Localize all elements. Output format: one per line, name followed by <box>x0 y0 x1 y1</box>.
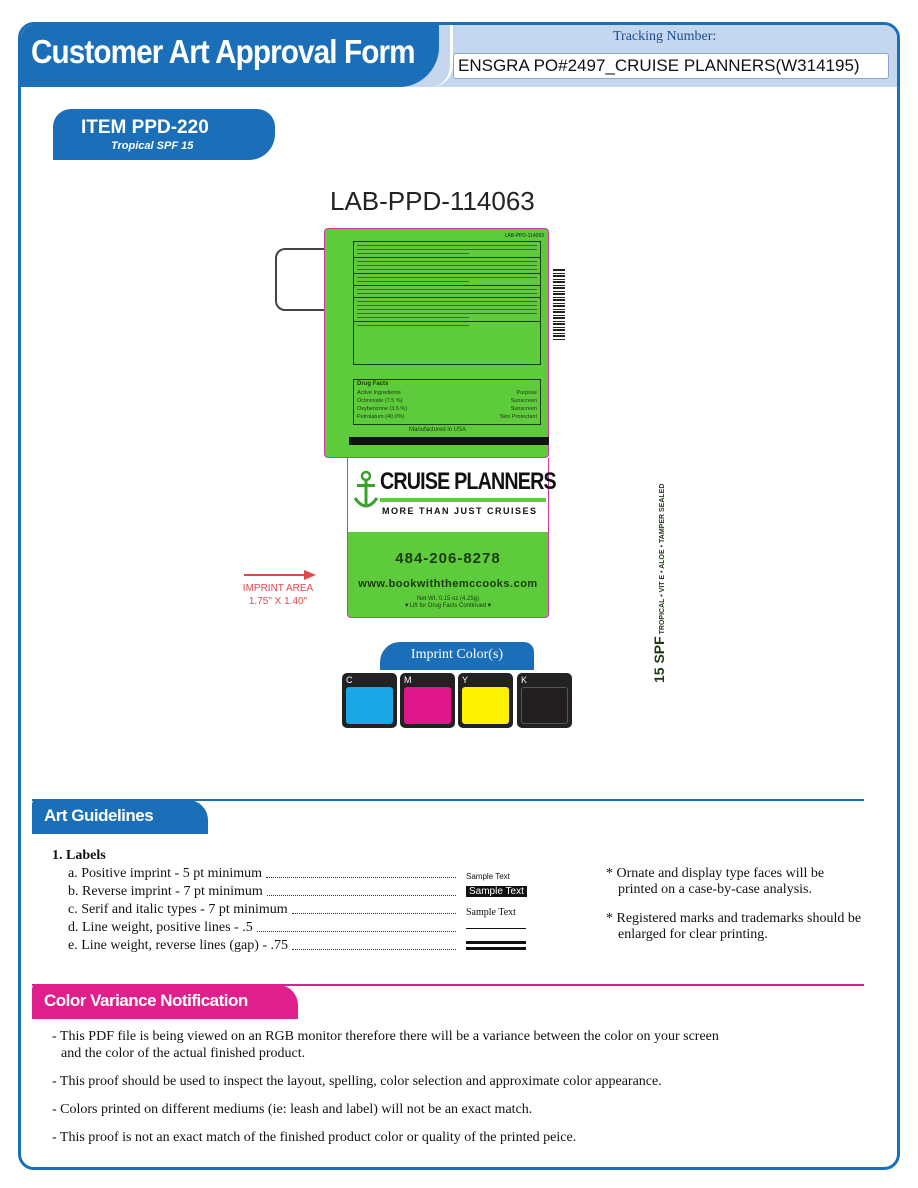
swatch-yellow: Y <box>458 673 513 728</box>
logo-stripe <box>380 498 546 502</box>
guideline-item: b. Reverse imprint - 7 pt minimum <box>68 884 460 900</box>
drug-facts-continued-box <box>353 241 541 365</box>
guideline-item: d. Line weight, positive lines - .5 <box>68 920 460 936</box>
drug-facts-title: Drug Facts <box>357 381 389 387</box>
label-side-text: 15 SPF TROPICAL • VIT E • ALOE • TAMPER … <box>651 457 667 683</box>
lift-note: ▼Lift for Drug Facts Continued▼ <box>403 603 493 609</box>
website-url: www.bookwiththemccooks.com <box>358 578 538 590</box>
imprint-area-size: 1.75" X 1.40" <box>248 596 308 607</box>
logo-panel: CRUISE PLANNERS MORE THAN JUST CRUISES <box>347 458 557 532</box>
guideline-item: c. Serif and italic types - 7 pt minimum <box>68 902 460 918</box>
lid-bracket <box>275 248 327 311</box>
side-spf: 15 SPF <box>651 636 667 683</box>
label-proof-top: 15 SPF TROPICAL • VIT E • ALOE • TAMPER … <box>324 228 667 683</box>
imprint-colors-title: Imprint Color(s) <box>410 647 504 662</box>
sample-reverse-line <box>466 941 526 950</box>
item-subtitle: Tropical SPF 15 <box>111 140 194 152</box>
color-variance-title: Color Variance Notification <box>44 991 248 1010</box>
art-guidelines-title: Art Guidelines <box>44 806 154 825</box>
mini-label-code: LAB-PPD-114063 <box>504 233 544 239</box>
imprint-colors-tab: Imprint Color(s) <box>380 642 534 670</box>
color-variance-rule <box>32 984 864 986</box>
guideline-note: * Ornate and display type faces will be … <box>606 866 825 897</box>
variance-item: - This PDF file is being viewed on an RG… <box>52 1029 719 1061</box>
sample-serif: Sample Text <box>466 907 516 918</box>
art-guidelines-rule <box>32 799 864 801</box>
phone-number: 484-206-8278 <box>395 550 501 567</box>
imprint-area-label: IMPRINT AREA <box>242 583 314 594</box>
swatch-magenta: M <box>400 673 455 728</box>
form-title: Customer Art Approval Form <box>31 33 416 70</box>
art-guidelines-tab: Art Guidelines <box>32 800 208 834</box>
drug-fact-row: Petrolatum (40.0%) Skin Protectant <box>357 414 537 420</box>
title-accent-stroke <box>431 25 453 87</box>
label-proof-bottom: 484-206-8278 www.bookwiththemccooks.com … <box>347 532 549 618</box>
item-tab: ITEM PPD-220 Tropical SPF 15 <box>53 109 275 160</box>
made-in-text: Manufactured in USA <box>408 427 467 433</box>
label-side-strip: 15 SPF TROPICAL • VIT E • ALOE • TAMPER … <box>649 457 673 687</box>
tracking-label: Tracking Number: <box>613 29 717 44</box>
guideline-item: a. Positive imprint - 5 pt minimum <box>68 866 460 882</box>
title-block: Customer Art Approval Form <box>21 25 439 87</box>
label-divider-bar <box>349 437 549 445</box>
guideline-item: e. Line weight, reverse lines (gap) - .7… <box>68 938 460 954</box>
barcode <box>553 268 565 340</box>
drug-fact-row: Octinoxate (7.5 %) Sunscreen <box>357 398 537 404</box>
logo-name: CRUISE PLANNERS <box>380 468 557 495</box>
labels-heading: 1. Labels <box>52 848 106 863</box>
item-number: ITEM PPD-220 <box>81 117 209 138</box>
color-variance-tab: Color Variance Notification <box>32 985 298 1019</box>
variance-item: - This proof should be used to inspect t… <box>52 1074 662 1089</box>
sample-positive-line <box>466 928 526 929</box>
swatch-cyan: C <box>342 673 397 728</box>
drug-facts-box: Drug Facts Active Ingredients Purpose Oc… <box>353 379 541 425</box>
logo-tagline: MORE THAN JUST CRUISES <box>382 506 538 516</box>
net-weight-text: Net Wt. 0.15 oz (4.25g) <box>416 596 480 602</box>
arrow-right-icon <box>244 570 316 580</box>
imprint-area-note: IMPRINT AREA 1.75" X 1.40" <box>226 582 330 608</box>
sample-reverse: Sample Text <box>466 886 527 897</box>
net-weight: Net Wt. 0.15 oz (4.25g) ▼Lift for Drug F… <box>348 596 548 610</box>
swatch-black: K <box>517 673 572 728</box>
guideline-note: * Registered marks and trademarks should… <box>606 911 862 942</box>
label-code: LAB-PPD-114063 <box>330 186 535 216</box>
drug-fact-row: Active Ingredients Purpose <box>357 390 537 396</box>
variance-item: - This proof is not an exact match of th… <box>52 1130 577 1145</box>
variance-item: - Colors printed on different mediums (i… <box>52 1102 533 1117</box>
tracking-number-field[interactable]: ENSGRA PO#2497_CRUISE PLANNERS(W314195) <box>453 53 889 79</box>
side-descriptor: TROPICAL • VIT E • ALOE • TAMPER SEALED <box>659 483 666 635</box>
sample-positive: Sample Text <box>466 872 510 881</box>
drug-fact-row: Oxybenzone (3.5 %) Sunscreen <box>357 406 537 412</box>
form-frame: Customer Art Approval Form Tracking Numb… <box>18 22 900 1170</box>
anchor-icon <box>353 470 379 508</box>
header-band: Customer Art Approval Form Tracking Numb… <box>21 25 897 87</box>
